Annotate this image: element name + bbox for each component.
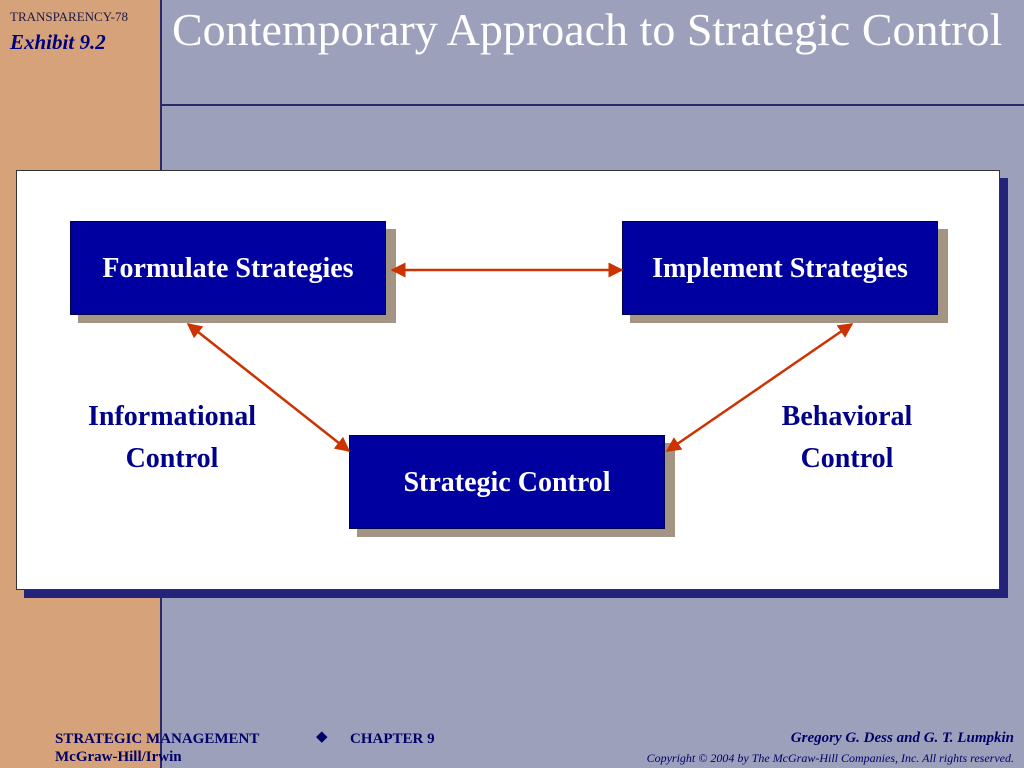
footer-authors: Gregory G. Dess and G. T. Lumpkin bbox=[790, 730, 1014, 746]
title-rule bbox=[160, 104, 1024, 106]
footer-chapter: CHAPTER 9 bbox=[350, 731, 435, 747]
transparency-number: TRANSPARENCY-78 bbox=[10, 9, 128, 24]
footer-publisher: McGraw-Hill/Irwin bbox=[55, 749, 182, 765]
exhibit-number: Exhibit 9.2 bbox=[10, 30, 106, 54]
strategic-control-node: Strategic Control bbox=[349, 435, 665, 529]
footer-copyright: Copyright © 2004 by The McGraw-Hill Comp… bbox=[646, 751, 1014, 765]
formulate-strategies-node: Formulate Strategies bbox=[70, 221, 386, 315]
implement-strategies-node: Implement Strategies bbox=[622, 221, 938, 315]
diamond-icon: ◆ bbox=[316, 729, 328, 745]
formulate-strategic-arrow bbox=[186, 323, 351, 452]
footer-book: STRATEGIC MANAGEMENT McGraw-Hill/Irwin bbox=[55, 730, 259, 766]
footer-book-title: STRATEGIC MANAGEMENT bbox=[55, 731, 260, 747]
slide-title: Contemporary Approach to Strategic Contr… bbox=[172, 4, 1003, 55]
implement-strategic-arrow bbox=[665, 322, 854, 453]
